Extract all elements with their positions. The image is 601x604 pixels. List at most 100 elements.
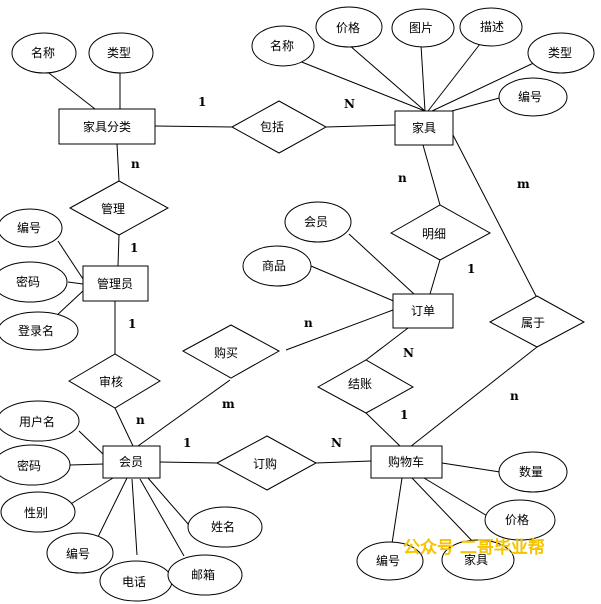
- attribute-member-gender: 性别: [0, 491, 76, 533]
- line-member-email: [139, 478, 185, 557]
- cardinality-member-place: 1: [183, 436, 191, 450]
- entity-admin: 管理员: [82, 265, 149, 302]
- line-member-id: [94, 477, 128, 544]
- relationship-label: 订购: [253, 456, 277, 471]
- line-furniture-price: [348, 44, 426, 112]
- relationship-order-detail: 明细: [389, 204, 492, 261]
- attribute-label: 编号: [66, 546, 90, 561]
- attribute-label: 类型: [548, 46, 572, 60]
- attribute-admin-password: 密码: [0, 261, 68, 303]
- line-detail-order: [429, 259, 441, 295]
- attribute-label: 编号: [17, 220, 41, 235]
- attribute-cart-price: 价格: [484, 499, 556, 541]
- line-furniture-name: [283, 54, 426, 112]
- attribute-category-type: 类型: [88, 32, 154, 74]
- line-furniture-type: [431, 59, 541, 112]
- line-contains-furniture: [325, 124, 396, 128]
- line-member-phone: [131, 478, 138, 556]
- entity-order: 订单: [392, 293, 454, 329]
- line-admin-login: [54, 289, 85, 318]
- attribute-label: 性别: [24, 506, 48, 520]
- cardinality-admin-manage: 1: [130, 241, 138, 255]
- line-belongs-cart: [409, 346, 538, 448]
- entity-furniture-category: 家具分类: [58, 108, 156, 145]
- attribute-furniture-desc: 描述: [459, 7, 523, 47]
- connectors: [44, 43, 541, 557]
- line-order-goods: [310, 265, 397, 303]
- cardinality-member-purchase: m: [222, 397, 235, 411]
- line-member-name: [147, 477, 190, 526]
- attribute-label: 价格: [336, 20, 360, 35]
- relationship-label: 管理: [101, 201, 125, 216]
- line-order-member: [348, 233, 415, 295]
- cardinality-furniture-contains: N: [344, 97, 355, 111]
- cardinality-cart-checkout: 1: [400, 408, 408, 422]
- attribute-member-email: 邮箱: [167, 554, 243, 596]
- line-member-username: [78, 430, 105, 456]
- cardinality-order-checkout: N: [403, 346, 414, 360]
- attribute-furniture-image: 图片: [391, 8, 455, 48]
- entity-label: 管理员: [97, 276, 133, 291]
- attribute-admin-login: 登录名: [0, 311, 79, 351]
- entity-label: 订单: [411, 304, 435, 318]
- relationship-review: 审核: [68, 353, 161, 409]
- cardinality-cart-place: N: [331, 436, 342, 450]
- line-review-member: [114, 407, 134, 447]
- relationship-checkout: 结账: [316, 359, 415, 414]
- line-member-place: [159, 461, 218, 464]
- attribute-order-goods: 商品: [242, 245, 312, 287]
- cardinality-furniture-detail: n: [398, 171, 407, 185]
- attribute-furniture-price: 价格: [315, 6, 383, 48]
- attribute-label: 登录名: [18, 323, 54, 338]
- relationship-purchase: 购买: [181, 324, 281, 379]
- attribute-cart-id: 编号: [356, 541, 424, 581]
- cardinalities: 1 N n 1 n 1 m n n m 1 n N 1 1 N: [128, 95, 530, 450]
- line-category-manage: [116, 143, 120, 182]
- cardinality-category-manage: n: [131, 157, 140, 171]
- cardinality-furniture-belongs: m: [517, 177, 530, 191]
- attribute-label: 电话: [122, 575, 146, 589]
- attribute-label: 名称: [31, 45, 55, 60]
- attribute-member-phone: 电话: [99, 560, 173, 602]
- attribute-furniture-name: 名称: [251, 25, 315, 67]
- line-furniture-detail: [422, 144, 441, 206]
- relationship-contains: 包括: [230, 100, 328, 154]
- line-member-password: [69, 463, 105, 466]
- attribute-member-id: 编号: [46, 532, 114, 574]
- line-category-contains: [154, 125, 233, 128]
- relationship-label: 购买: [214, 345, 238, 360]
- line-member-purchase: [137, 379, 231, 447]
- relationship-belongs-to: 属于: [488, 295, 586, 348]
- line-member-gender: [68, 477, 114, 506]
- entity-label: 家具分类: [83, 119, 131, 134]
- attribute-label: 商品: [262, 258, 286, 273]
- cardinality-order-purchase: n: [304, 316, 313, 330]
- attribute-label: 图片: [409, 21, 433, 35]
- entity-member: 会员: [102, 445, 161, 479]
- attribute-label: 编号: [518, 89, 542, 104]
- attribute-member-name: 姓名: [187, 506, 263, 548]
- attribute-label: 邮箱: [191, 567, 215, 582]
- relationship-label: 审核: [99, 374, 123, 389]
- entity-label: 购物车: [388, 454, 424, 469]
- relationship-manage: 管理: [68, 180, 170, 236]
- line-cart-id: [390, 477, 403, 551]
- attribute-label: 类型: [107, 46, 131, 60]
- relationship-place-order: 订购: [215, 435, 318, 491]
- attribute-furniture-type: 类型: [527, 32, 595, 74]
- cardinality-category-contains: 1: [198, 95, 206, 109]
- relationship-label: 明细: [422, 227, 446, 241]
- attribute-label: 描述: [480, 20, 504, 34]
- watermark-text: 公众号 二哥毕业帮: [403, 537, 545, 558]
- line-furniture-id: [447, 96, 504, 113]
- attribute-label: 名称: [270, 38, 294, 53]
- attribute-cart-furniture: 家具: [441, 539, 515, 581]
- line-furniture-image: [420, 44, 426, 112]
- entity-label: 家具: [412, 120, 436, 135]
- attribute-label: 用户名: [19, 414, 55, 429]
- attribute-member-username: 用户名: [0, 400, 80, 442]
- attribute-label: 会员: [304, 215, 328, 229]
- attribute-admin-id: 编号: [0, 208, 63, 248]
- attribute-label: 数量: [519, 464, 543, 479]
- line-furniture-desc: [427, 43, 481, 112]
